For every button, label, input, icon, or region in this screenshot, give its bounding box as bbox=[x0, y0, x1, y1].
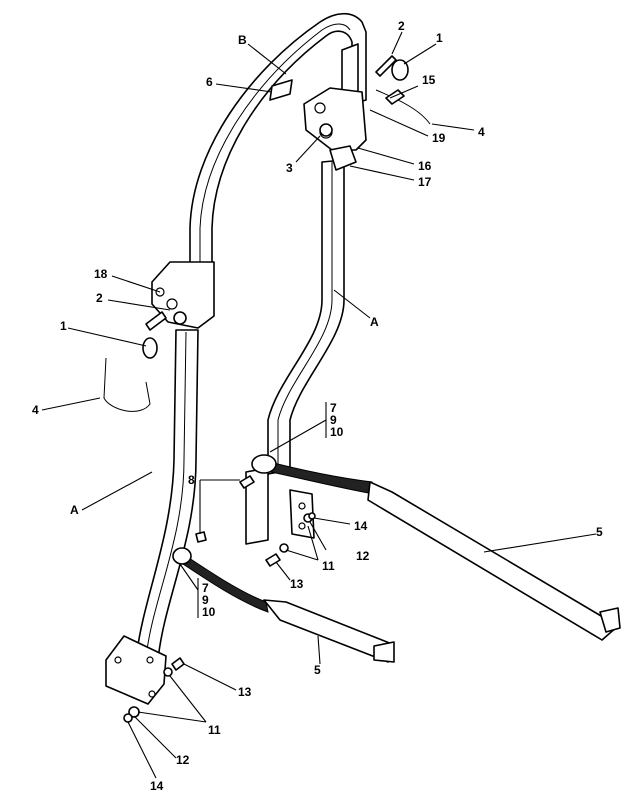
callout-10-lower: 10 bbox=[202, 605, 216, 619]
callout-12-mid: 12 bbox=[356, 549, 370, 563]
callout-12-lower: 12 bbox=[176, 753, 190, 767]
callout-11-lower: 11 bbox=[208, 723, 221, 737]
callout-labels: 2 1 B 6 15 4 19 3 16 17 18 2 A 1 4 7 9 1… bbox=[32, 19, 603, 793]
callout-9-lower: 9 bbox=[202, 593, 209, 607]
callout-2-top: 2 bbox=[398, 19, 405, 33]
callout-13-mid: 13 bbox=[290, 577, 304, 591]
callout-A-right: A bbox=[370, 315, 379, 329]
callout-7-upper: 7 bbox=[330, 401, 337, 415]
callout-1-top: 1 bbox=[436, 31, 443, 45]
callout-18: 18 bbox=[94, 267, 108, 281]
callout-11-mid: 11 bbox=[322, 559, 335, 573]
callout-14-mid: 14 bbox=[354, 519, 368, 533]
callout-15: 15 bbox=[422, 73, 436, 87]
callout-6: 6 bbox=[206, 75, 213, 89]
callout-4-top: 4 bbox=[478, 125, 485, 139]
callout-B: B bbox=[238, 33, 247, 47]
callout-19: 19 bbox=[432, 131, 446, 145]
callout-14-lower: 14 bbox=[150, 779, 164, 793]
callout-3: 3 bbox=[286, 161, 293, 175]
callout-17: 17 bbox=[418, 175, 432, 189]
callout-5-right: 5 bbox=[596, 525, 603, 539]
callout-7-lower: 7 bbox=[202, 581, 209, 595]
strap-lower bbox=[172, 547, 395, 663]
callout-10-upper: 10 bbox=[330, 425, 344, 439]
callout-5-lower: 5 bbox=[314, 663, 321, 677]
callout-13-lower: 13 bbox=[238, 685, 252, 699]
upper-left-bracket bbox=[151, 261, 215, 329]
callout-2-left: 2 bbox=[96, 291, 103, 305]
callout-1-left: 1 bbox=[60, 319, 67, 333]
hardware bbox=[103, 55, 431, 723]
callout-9-upper: 9 bbox=[330, 413, 337, 427]
leader-lines bbox=[41, 31, 597, 779]
callout-16: 16 bbox=[418, 159, 432, 173]
strap-right bbox=[251, 454, 621, 641]
callout-4-left: 4 bbox=[32, 403, 39, 417]
callout-A-left: A bbox=[70, 503, 79, 517]
left-post bbox=[105, 329, 199, 705]
callout-8: 8 bbox=[188, 473, 195, 487]
upper-right-bracket bbox=[303, 87, 367, 151]
